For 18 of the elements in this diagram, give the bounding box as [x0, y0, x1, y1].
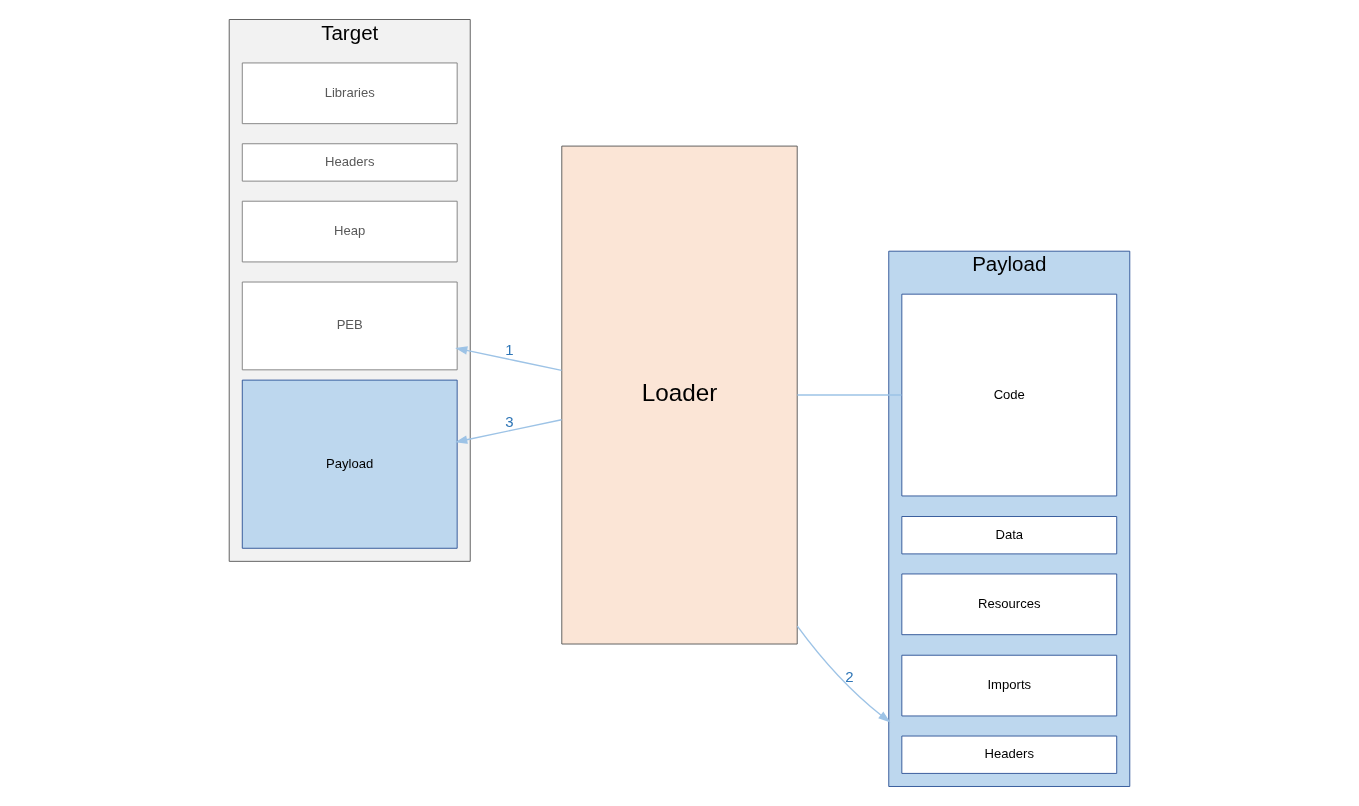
node-box: Loader [561, 145, 798, 645]
edge-label: 1 [505, 340, 514, 358]
node-box: Imports [901, 654, 1118, 717]
edge-label: 2 [845, 667, 854, 685]
arrow [455, 346, 563, 372]
node-box: Libraries [241, 62, 458, 125]
node-box: Headers [241, 143, 458, 182]
node-box: Payload [241, 379, 458, 549]
node-box: Data [901, 516, 1118, 555]
node-box: Headers [901, 735, 1118, 774]
connector [796, 394, 903, 396]
node-box: Code [901, 293, 1118, 497]
node-box: PEB [241, 281, 458, 371]
arrow [796, 625, 891, 723]
node-box: Heap [241, 200, 458, 263]
arrow [455, 419, 563, 444]
edge-label: 3 [505, 412, 514, 430]
node-box: Resources [901, 573, 1118, 636]
